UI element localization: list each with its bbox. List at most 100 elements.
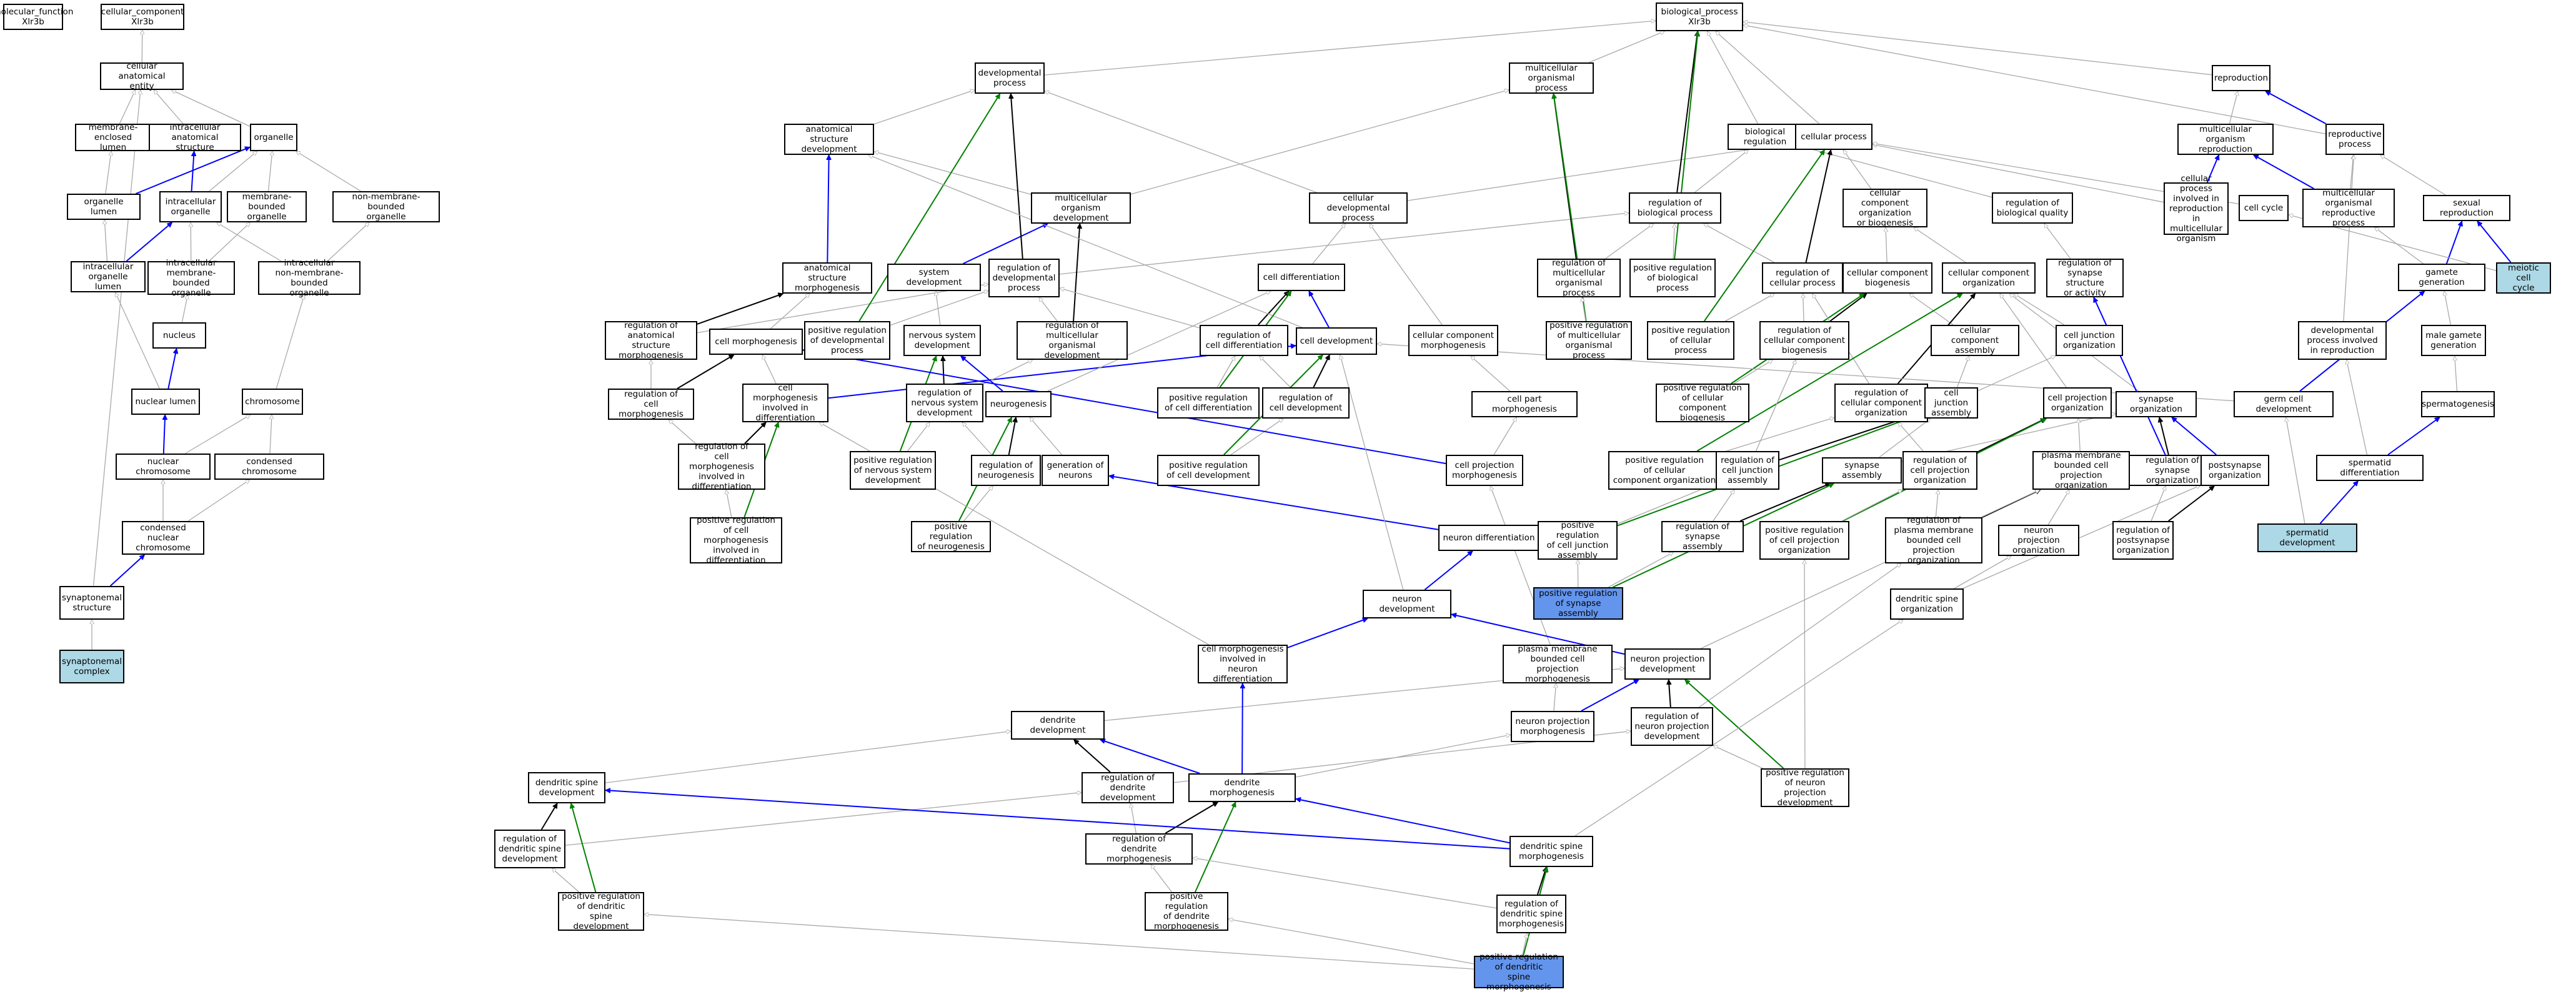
term-node-cellular-component-organization[interactable]: cellular component organization [1942,262,2036,294]
term-node-regulation-of-cellular-component-organization[interactable]: regulation of cellular component organiz… [1834,384,1928,422]
term-node-developmental-process[interactable]: developmental process [975,62,1045,94]
term-node-regulation-of-synapse-assembly[interactable]: regulation of synapse assembly [1661,521,1744,552]
term-node-reproductive-process[interactable]: reproductive process [2325,124,2384,155]
term-node-positive-regulation-of-developmental-process[interactable]: positive regulation of developmental pro… [804,321,890,360]
term-node-regulation-of-plasma-membrane-bounded-cell-projection-organization[interactable]: regulation of plasma membrane bounded ce… [1885,517,1982,563]
term-node-regulation-of-multicellular-organismal-process[interactable]: regulation of multicellular organismal p… [1537,259,1621,297]
term-node-neuron-projection-morphogenesis[interactable]: neuron projection morphogenesis [1511,711,1594,742]
term-node-dendritic-spine-morphogenesis[interactable]: dendritic spine morphogenesis [1509,836,1593,867]
term-node-intracellular-organelle[interactable]: intracellular organelle [159,191,222,222]
term-node-cell-junction-organization[interactable]: cell junction organization [2056,325,2123,356]
term-node-dendritic-spine-development[interactable]: dendritic spine development [528,772,605,803]
term-node-organelle-lumen[interactable]: organelle lumen [67,194,141,220]
term-node-cellular-component-biogenesis[interactable]: cellular component biogenesis [1842,262,1932,294]
term-node-spermatogenesis[interactable]: spermatogenesis [2421,391,2495,417]
term-node-cellular-developmental-process[interactable]: cellular developmental process [1309,192,1408,224]
term-node-intracellular-membrane-bounded-organelle[interactable]: intracellular membrane-bounded organelle [147,261,235,295]
term-node-positive-regulation-of-cellular-component-biogenesis[interactable]: positive regulation of cellular componen… [1656,384,1749,422]
term-node-cell-projection-organization[interactable]: cell projection organization [2043,387,2112,419]
term-node-dendrite-development[interactable]: dendrite development [1011,711,1105,740]
term-node-condensed-chromosome[interactable]: condensed chromosome [214,454,324,480]
term-node-regulation-of-dendrite-development[interactable]: regulation of dendrite development [1082,772,1174,803]
term-node-positive-regulation-of-neurogenesis[interactable]: positive regulation of neurogenesis [911,521,991,552]
term-node-generation-of-neurons[interactable]: generation of neurons [1042,455,1109,486]
term-node-membrane-enclosed-lumen[interactable]: membrane-enclosed lumen [75,124,151,151]
term-node-intracellular-non-membrane-bounded-organelle[interactable]: intracellular non-membrane-bounded organ… [258,261,361,295]
term-node-multicellular-organismal-reproductive-process[interactable]: multicellular organismal reproductive pr… [2302,189,2395,227]
term-node-positive-regulation-of-nervous-system-development[interactable]: positive regulation of nervous system de… [850,451,936,490]
term-node-cell-morphogenesis-involved-in-neuron-differentiation[interactable]: cell morphogenesis involved in neuron di… [1198,645,1288,683]
term-node-synaptonemal-complex[interactable]: synaptonemal complex [59,650,124,683]
term-node-regulation-of-synapse-structure-or-activity[interactable]: regulation of synapse structure or activ… [2046,259,2124,297]
term-node-positive-regulation-of-cell-differentiation[interactable]: positive regulation of cell differentiat… [1157,387,1260,419]
term-node-cellular-component-morphogenesis[interactable]: cellular component morphogenesis [1408,325,1498,356]
term-node-male-gamete-generation[interactable]: male gamete generation [2421,325,2486,356]
term-node-regulation-of-biological-process[interactable]: regulation of biological process [1629,192,1721,224]
term-node-gamete-generation[interactable]: gamete generation [2398,264,2485,291]
term-node-cell-junction-assembly[interactable]: cell junction assembly [1924,387,1978,419]
term-node-meiotic-cell-cycle[interactable]: meiotic cell cycle [2496,262,2551,294]
term-node-plasma-membrane-bounded-cell-projection-morphogenesis[interactable]: plasma membrane bounded cell projection … [1503,645,1613,683]
term-node-positive-regulation-of-dendritic-spine-morphogenesis[interactable]: positive regulation of dendritic spine m… [1474,956,1564,988]
term-node-regulation-of-nervous-system-development[interactable]: regulation of nervous system development [906,384,983,422]
term-node-regulation-of-cell-junction-assembly[interactable]: regulation of cell junction assembly [1716,451,1779,490]
term-node-multicellular-organism-reproduction[interactable]: multicellular organism reproduction [2177,124,2274,155]
term-node-synapse-organization[interactable]: synapse organization [2116,391,2197,417]
term-node-sexual-reproduction[interactable]: sexual reproduction [2423,195,2510,221]
term-node-regulation-of-biological-quality[interactable]: regulation of biological quality [1992,192,2073,224]
term-node-biological-regulation[interactable]: biological regulation [1728,124,1803,150]
term-node-cell-morphogenesis[interactable]: cell morphogenesis [709,329,803,355]
term-node-dendritic-spine-organization[interactable]: dendritic spine organization [1890,588,1964,620]
term-node-cellular-process-involved-in-reproduction[interactable]: cellular process involved in reproductio… [2164,182,2229,235]
term-node-organelle[interactable]: organelle [250,124,297,151]
term-node-regulation-of-cell-differentiation[interactable]: regulation of cell differentiation [1200,325,1288,356]
term-node-condensed-nuclear-chromosome[interactable]: condensed nuclear chromosome [122,521,204,555]
term-node-postsynapse-organization[interactable]: postsynapse organization [2201,455,2269,486]
term-node-system-development[interactable]: system development [887,264,981,291]
term-node-plasma-membrane-bounded-cell-projection-organization[interactable]: plasma membrane bounded cell projection … [2032,451,2130,490]
term-node-intracellular-organelle-lumen[interactable]: intracellular organelle lumen [71,261,146,292]
term-node-positive-regulation-of-neuron-projection-development[interactable]: positive regulation of neuron projection… [1761,768,1849,807]
term-node-positive-regulation-of-synapse-assembly[interactable]: positive regulation of synapse assembly [1533,587,1623,620]
term-node-regulation-of-dendrite-morphogenesis[interactable]: regulation of dendrite morphogenesis [1085,833,1193,865]
term-node-intracellular-anatomical-structure[interactable]: intracellular anatomical structure [149,124,241,151]
term-node-non-membrane-bounded-organelle[interactable]: non-membrane-bounded organelle [332,191,440,222]
term-node-molecular-function[interactable]: molecular_function Xlr3b [3,4,63,30]
term-node-cell-development[interactable]: cell development [1296,327,1377,355]
term-node-regulation-of-postsynapse-organization[interactable]: regulation of postsynapse organization [2112,521,2174,560]
term-node-positive-regulation-of-cell-junction-assembly[interactable]: positive regulation of cell junction ass… [1538,521,1618,560]
term-node-regulation-of-dendritic-spine-development[interactable]: regulation of dendritic spine developmen… [494,830,565,868]
term-node-cellular-process[interactable]: cellular process [1795,124,1872,150]
term-node-spermatid-differentiation[interactable]: spermatid differentiation [2316,455,2424,481]
term-node-regulation-of-anatomical-structure-morphogenesis[interactable]: regulation of anatomical structure morph… [605,321,697,360]
term-node-cellular-component-assembly[interactable]: cellular component assembly [1931,325,2019,356]
term-node-neuron-development[interactable]: neuron development [1363,590,1451,618]
term-node-nuclear-chromosome[interactable]: nuclear chromosome [116,454,211,480]
term-node-spermatid-development[interactable]: spermatid development [2257,523,2357,552]
term-node-reproduction[interactable]: reproduction [2212,65,2270,91]
term-node-neuron-differentiation[interactable]: neuron differentiation [1438,525,1539,551]
term-node-cellular-component-organization-or-biogenesis[interactable]: cellular component organization or bioge… [1842,189,1927,227]
term-node-regulation-of-cell-development[interactable]: regulation of cell development [1262,387,1350,419]
term-node-cell-part-morphogenesis[interactable]: cell part morphogenesis [1471,391,1578,417]
term-node-regulation-of-cell-morphogenesis-involved-in-differentiation[interactable]: regulation of cell morphogenesis involve… [678,444,765,490]
term-node-multicellular-organism-development[interactable]: multicellular organism development [1031,192,1131,224]
term-node-nucleus[interactable]: nucleus [152,322,206,349]
term-node-cellular-anatomical-entity[interactable]: cellular anatomical entity [100,62,184,90]
term-node-regulation-of-cellular-component-biogenesis[interactable]: regulation of cellular component biogene… [1759,321,1849,360]
term-node-nervous-system-development[interactable]: nervous system development [903,325,981,356]
term-node-developmental-process-involved-in-reproduction[interactable]: developmental process involved in reprod… [2298,321,2387,360]
term-node-regulation-of-cell-projection-organization[interactable]: regulation of cell projection organizati… [1902,451,1977,490]
term-node-cell-differentiation[interactable]: cell differentiation [1258,264,1345,291]
term-node-biological-process[interactable]: biological_process Xlr3b [1656,2,1743,31]
term-node-positive-regulation-of-cell-development[interactable]: positive regulation of cell development [1157,455,1260,486]
term-node-synapse-assembly[interactable]: synapse assembly [1822,457,1902,484]
term-node-anatomical-structure-morphogenesis[interactable]: anatomical structure morphogenesis [782,262,872,294]
term-node-regulation-of-cell-morphogenesis[interactable]: regulation of cell morphogenesis [608,389,694,420]
term-node-regulation-of-cellular-process[interactable]: regulation of cellular process [1762,262,1843,294]
term-node-chromosome[interactable]: chromosome [242,389,303,415]
term-node-anatomical-structure-development[interactable]: anatomical structure development [784,124,874,155]
term-node-regulation-of-multicellular-organismal-development[interactable]: regulation of multicellular organismal d… [1017,321,1128,360]
term-node-germ-cell-development[interactable]: germ cell development [2234,391,2334,417]
term-node-positive-regulation-of-multicellular-organismal-process[interactable]: positive regulation of multicellular org… [1546,321,1632,360]
